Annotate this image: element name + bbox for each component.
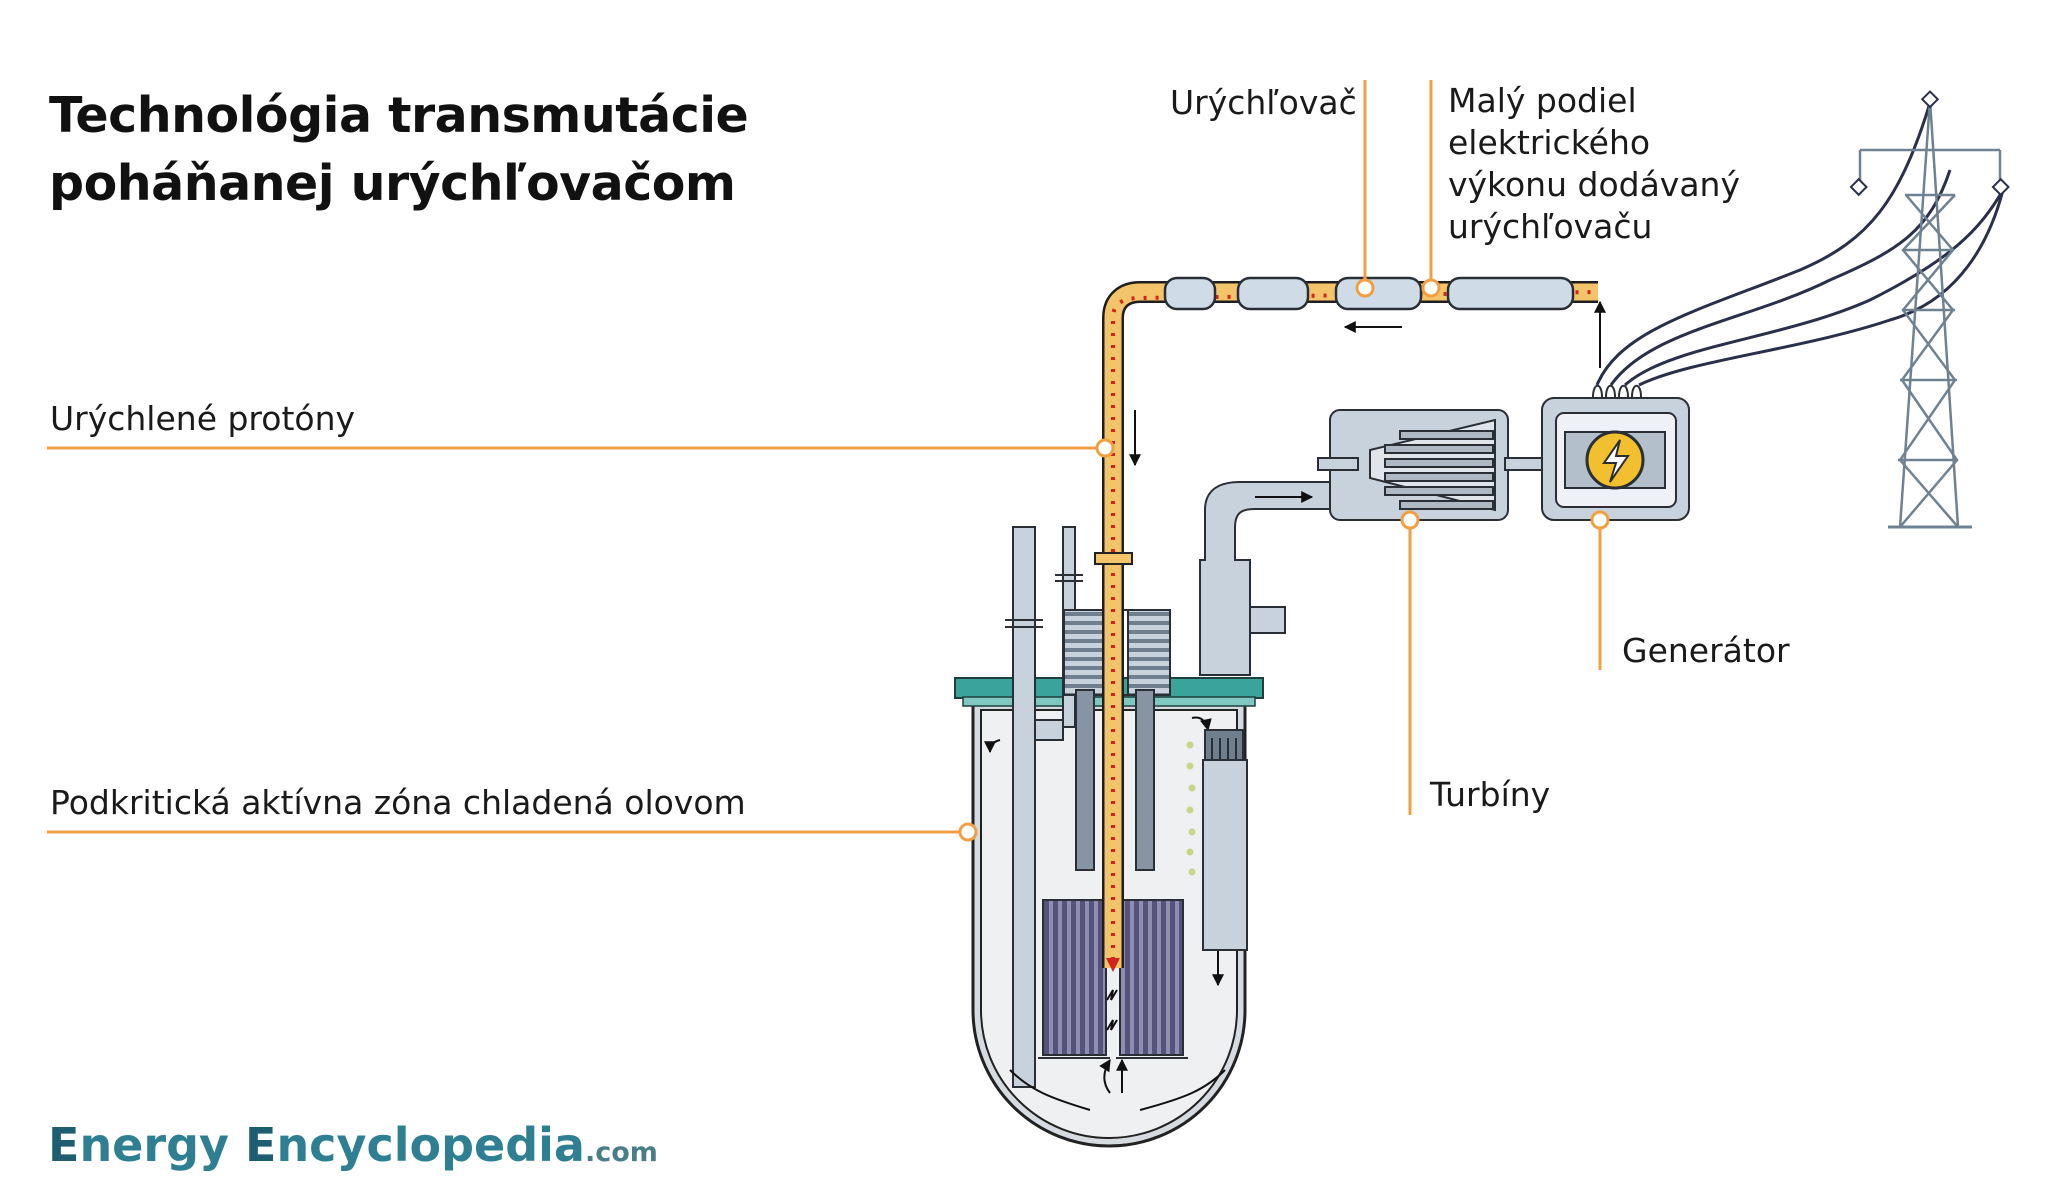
transmission-pylon	[1858, 99, 2002, 529]
title-line-2: poháňanej urýchľovačom	[49, 155, 736, 212]
label-accelerator: Urýchľovač	[1170, 83, 1357, 122]
accelerator-cavities	[1163, 276, 1575, 311]
label-small-share-line-2: elektrického	[1448, 123, 1651, 162]
label-subcritical-core: Podkritická aktívna zóna chladená olovom	[50, 783, 746, 822]
label-small-power-share: Malý podiel elektrického výkonu dodávaný…	[1448, 80, 1740, 248]
insulators	[1849, 90, 2010, 197]
control-rod-assembly	[1063, 609, 1171, 871]
turbine	[1317, 409, 1546, 521]
label-small-share-line-3: výkonu dodávaný	[1448, 165, 1741, 204]
coolant-flow-arrows	[984, 716, 1226, 1111]
brand-letter-e1: E	[48, 1118, 80, 1172]
label-small-share-line-4: urýchľovaču	[1448, 207, 1653, 246]
coolant-bubbles	[1186, 741, 1196, 876]
diagram-title: Technológia transmutácie poháňanej urých…	[49, 82, 949, 218]
brand-letter-e2: E	[245, 1118, 277, 1172]
steam-generator	[1199, 481, 1331, 951]
label-generator: Generátor	[1622, 631, 1790, 670]
label-accelerated-protons: Urýchlené protóny	[50, 399, 356, 438]
label-small-share-line-1: Malý podiel	[1448, 81, 1637, 120]
brand-word-1: nergy	[79, 1118, 245, 1172]
fuel-rods	[1038, 899, 1188, 1059]
generator	[1541, 384, 1690, 521]
brand-logo: Energy Encyclopedia.com	[48, 1118, 658, 1172]
label-turbines: Turbíny	[1430, 775, 1551, 814]
accelerator-beamline	[1094, 281, 1599, 972]
power-lines	[1595, 102, 2005, 387]
brand-word-2: ncyclopedia	[276, 1118, 585, 1172]
beam-direction-arrows	[1129, 300, 1606, 503]
leader-lines	[47, 80, 1602, 834]
brand-suffix: .com	[584, 1137, 658, 1168]
title-line-1: Technológia transmutácie	[49, 87, 749, 144]
leader-dots	[958, 278, 1610, 842]
